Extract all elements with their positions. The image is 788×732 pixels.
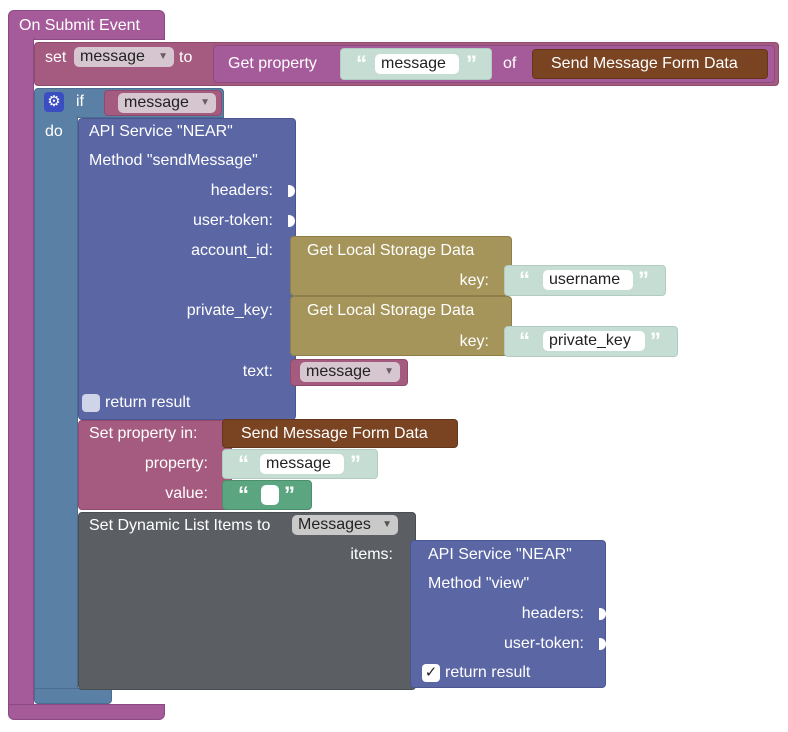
property-label: property:	[144, 455, 208, 472]
event-title: On Submit Event	[19, 17, 140, 34]
on-submit-event-footer	[8, 704, 165, 720]
close-quote-icon: ”	[350, 451, 361, 476]
chevron-down-icon: ▼	[158, 51, 168, 62]
headers-input-socket[interactable]	[288, 185, 295, 197]
text-variable-dropdown[interactable]: message ▼	[300, 362, 400, 382]
component-block[interactable]	[532, 49, 768, 79]
headers-label: headers:	[210, 182, 273, 199]
chevron-down-icon: ▼	[384, 366, 394, 377]
open-quote-icon: “	[356, 51, 367, 76]
storage-private-block[interactable]	[290, 296, 512, 356]
storage-private-title: Get Local Storage Data	[307, 302, 475, 319]
set-property-label: Set property in:	[89, 425, 198, 442]
property-string-field[interactable]: message	[375, 54, 459, 74]
dynamic-list-value: Messages	[298, 516, 371, 533]
value-label: value:	[165, 485, 208, 502]
close-quote-icon: ”	[284, 482, 295, 507]
if-block-footer	[34, 688, 112, 704]
open-quote-icon: “	[519, 328, 530, 353]
api-send-block[interactable]	[78, 118, 296, 420]
set-property-string-field[interactable]: message	[260, 454, 344, 474]
set-property-component-label: Send Message Form Data	[241, 425, 428, 442]
api-view-user-token-socket[interactable]	[599, 638, 606, 650]
chevron-down-icon: ▼	[200, 97, 210, 108]
set-label: set	[45, 49, 67, 66]
api-view-return-result-checkbox[interactable]: ✓	[422, 664, 440, 682]
user-token-input-socket[interactable]	[288, 215, 295, 227]
if-condition-value: message	[124, 94, 189, 111]
api-view-title: API Service "NEAR"	[428, 546, 572, 563]
dynamic-list-label: Set Dynamic List Items to	[89, 517, 271, 534]
open-quote-icon: “	[519, 267, 530, 292]
account-id-label: account_id:	[191, 242, 273, 259]
to-label: to	[179, 49, 193, 66]
do-label: do	[45, 123, 63, 140]
if-label: if	[76, 93, 84, 110]
api-view-block[interactable]	[410, 540, 606, 688]
storage-account-key-field[interactable]: username	[543, 270, 633, 290]
close-quote-icon: ”	[466, 51, 477, 76]
if-block-body	[34, 116, 78, 696]
set-property-block[interactable]	[78, 420, 232, 510]
if-condition-dropdown[interactable]: message ▼	[118, 93, 216, 113]
open-quote-icon: “	[238, 451, 249, 476]
dynamic-list-block[interactable]	[78, 512, 416, 690]
api-send-method: Method "sendMessage"	[89, 152, 258, 169]
close-quote-icon: ”	[638, 267, 649, 292]
items-label: items:	[350, 546, 393, 563]
on-submit-event-body	[8, 38, 34, 710]
storage-account-title: Get Local Storage Data	[307, 242, 475, 259]
text-variable-value: message	[306, 363, 371, 380]
close-quote-icon: ”	[650, 328, 661, 353]
text-label: text:	[242, 363, 273, 380]
dynamic-list-dropdown[interactable]: Messages ▼	[292, 515, 398, 535]
set-property-value-field[interactable]	[261, 485, 279, 505]
on-submit-event-block[interactable]	[8, 10, 165, 40]
api-send-title: API Service "NEAR"	[89, 123, 233, 140]
private-key-label: private_key:	[186, 302, 273, 319]
return-result-label: return result	[105, 394, 191, 411]
get-property-label: Get property	[228, 55, 317, 72]
api-view-return-result-label: return result	[445, 664, 531, 681]
user-token-label: user-token:	[192, 212, 273, 229]
return-result-checkbox[interactable]	[82, 394, 100, 412]
storage-private-key-label: key:	[459, 333, 489, 350]
gear-icon[interactable]: ⚙	[44, 92, 64, 112]
api-view-headers-label: headers:	[521, 605, 584, 622]
api-view-headers-socket[interactable]	[599, 608, 606, 620]
chevron-down-icon: ▼	[382, 519, 392, 530]
api-view-user-token-label: user-token:	[503, 635, 584, 652]
of-label: of	[503, 55, 517, 72]
component-label: Send Message Form Data	[551, 55, 738, 72]
storage-account-key-label: key:	[459, 272, 489, 289]
storage-private-key-field[interactable]: private_key	[543, 331, 645, 351]
set-variable-value: message	[80, 48, 145, 65]
set-variable-dropdown[interactable]: message ▼	[74, 47, 174, 67]
open-quote-icon: “	[238, 482, 249, 507]
set-property-component-block[interactable]	[222, 419, 458, 448]
api-view-method: Method "view"	[428, 575, 530, 592]
